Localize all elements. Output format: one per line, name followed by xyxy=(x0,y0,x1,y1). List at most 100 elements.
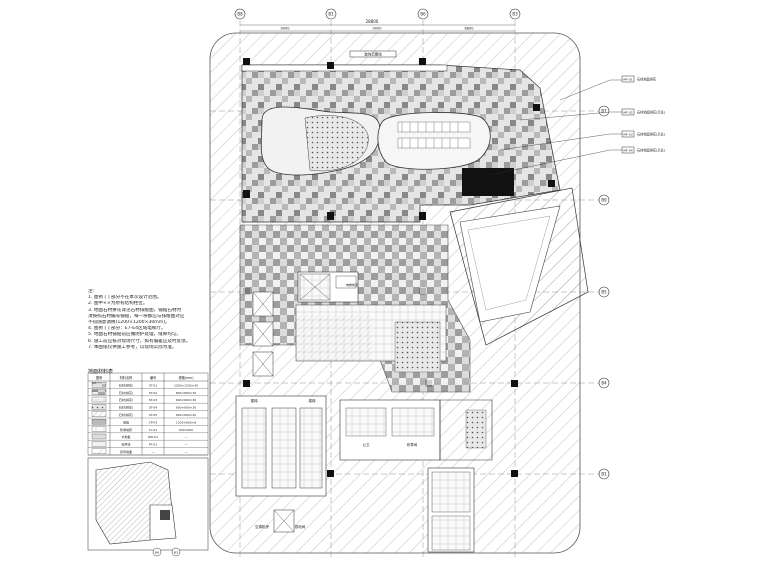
legend-cell-spec: 600×600×20 xyxy=(176,413,196,417)
keyplan-label-1: B6 xyxy=(155,551,159,555)
note-line-5: 不得随意调换(1200×1200×30mm)。 xyxy=(88,320,170,326)
legend-cell-spec: 600×600×30 xyxy=(176,406,196,410)
keyplan-label-2: B3 xyxy=(174,551,178,555)
legend-cell-code: TL-01 xyxy=(148,428,157,432)
legend-cell-code: PT-01 xyxy=(149,443,157,447)
escalator xyxy=(397,121,471,149)
lobby-shaded xyxy=(296,315,372,361)
note-line-2: 2. 图中××为原有结构柱位。 xyxy=(88,301,148,307)
note-line-9: 7. 本图纸仅供施工参考，以现场实际为准。 xyxy=(88,344,177,350)
legend-cell-code: ST-03 xyxy=(149,398,157,402)
legend-cell-spec: — xyxy=(185,450,188,454)
legend-cell-spec: 1200×600×8 xyxy=(176,420,196,424)
lift-control-room xyxy=(335,275,357,289)
dim-seg-3: 8800 xyxy=(465,27,474,31)
skewed-room-inner xyxy=(467,215,551,311)
stair-flight-right xyxy=(299,407,323,489)
top-dimension xyxy=(240,24,515,32)
legend-swatch xyxy=(91,389,107,395)
legend-cell-name: 石材(拼花) xyxy=(119,412,133,417)
stair-flight-left xyxy=(241,407,267,489)
legend-cell-spec: — xyxy=(185,435,188,439)
lift-lobby-label: 电梯前室 xyxy=(346,282,358,287)
dim-seg-1: 9000 xyxy=(281,27,290,31)
legend-swatch xyxy=(91,441,107,447)
legend-cell-name: 地毯 xyxy=(123,419,129,424)
note-line-4: 须按照石材编号铺贴，每一块都应与排版图对应 xyxy=(88,313,185,319)
note-line-8: 6. 施工前应核对现场尺寸，如有偏差应及时反馈。 xyxy=(88,338,191,344)
callout-3-text: 石材地面拼花(示意) xyxy=(637,132,665,137)
legend-swatch xyxy=(91,404,107,410)
column-axis-bubbles xyxy=(234,8,521,20)
legend-cell-code: WD-01 xyxy=(148,435,158,439)
service-room-tiles-2 xyxy=(431,515,471,551)
callout-boxes xyxy=(621,75,635,154)
legend-swatch xyxy=(91,426,107,432)
legend-cell-code: — xyxy=(152,450,155,454)
legend-swatch xyxy=(91,419,107,425)
legend-cell-code: CP-01 xyxy=(149,420,158,424)
legend-cell-spec: 800×800×30 xyxy=(176,391,196,395)
note-line-3: 3. 地面石材拼花详见石材排版图，铺贴石材时 xyxy=(88,307,182,313)
callout-4-code: MF-04 xyxy=(623,149,632,153)
legend-cell-spec: — xyxy=(185,443,188,447)
legend-header-spec: 规格(mm) xyxy=(178,375,193,380)
legend-swatch xyxy=(91,396,107,403)
legend-cell-code: ST-01 xyxy=(149,383,157,387)
note-line-7: 5. 地面石材铺贴前应做防护处理，缝隙均匀。 xyxy=(88,332,182,338)
axis-label-row-5: B1 xyxy=(601,472,607,477)
stair-right-label: 楼梯 xyxy=(309,398,317,403)
legend-cell-name: 防滑地砖 xyxy=(120,427,132,432)
key-plan xyxy=(87,457,209,557)
note-line-1: 1. 图例 [ ] 部分不在本次设计范围。 xyxy=(88,295,162,301)
axis-label-row-3: B5 xyxy=(601,290,607,295)
legend-swatch xyxy=(91,433,107,440)
callout-3-code: MF-03 xyxy=(623,133,632,137)
rounded-room-outline xyxy=(439,399,493,461)
legend-header-name: 材料名称 xyxy=(120,375,134,380)
legend-cell-spec: 600×600 xyxy=(179,428,193,432)
legend-cell-spec: 600×600×30 xyxy=(176,398,196,402)
legend-cell-name: 石材(拼花) xyxy=(119,382,133,387)
title-banner xyxy=(349,50,397,58)
legend-cell-spec: 1200×1200×30 xyxy=(174,383,198,387)
room-d-label: 强电间 xyxy=(295,524,306,529)
axis-label-row-4: B4 xyxy=(601,381,607,386)
note-line-6: 4. 图例 [ ] 部分：E7-E4区域电梯厅。 xyxy=(88,326,166,332)
general-notes: 注： 1. 图例 [ ] 部分不在本次设计范围。 2. 图中××为原有结构柱位。… xyxy=(88,289,206,351)
callout-1-code: MF-01 xyxy=(623,78,632,82)
legend-swatch xyxy=(91,411,107,417)
legend-cell-code: ST-04 xyxy=(149,406,157,410)
legend-cell-name: 地坪漆 xyxy=(121,442,130,447)
room-a-label: 公卫 xyxy=(363,442,371,447)
legend-cell-name: 木地板 xyxy=(121,434,130,439)
callout-1-text: 石材地面拼花 xyxy=(637,77,657,82)
service-room-tiles xyxy=(431,471,471,513)
atrium-void-pattern xyxy=(304,115,369,172)
legend-cell-code: ST-02 xyxy=(149,391,157,395)
axis-label-row-1: B7 xyxy=(601,109,607,114)
callout-2-text: 石材地面拼花(示意) xyxy=(637,110,665,115)
planter-left xyxy=(394,321,441,373)
axis-label-col-2: B1 xyxy=(328,12,334,17)
legend-cell-name: 石材(拼花) xyxy=(119,405,133,410)
notes-heading: 注： xyxy=(88,289,98,294)
north-wall xyxy=(241,64,448,72)
legend-cell-name: 原有地面 xyxy=(120,449,132,454)
row-axis-bubbles xyxy=(598,105,610,480)
banner-label: 装饰范围线 xyxy=(364,52,382,57)
axis-label-col-1: B8 xyxy=(237,12,243,17)
room-b-label: 布草间 xyxy=(407,442,418,447)
restroom-a xyxy=(345,407,387,437)
legend-cell-name: 石材(拼花) xyxy=(119,390,133,395)
legend-swatch xyxy=(91,382,107,388)
legend-cell-code: ST-05 xyxy=(149,413,157,417)
skewed-room xyxy=(459,205,561,323)
callout-leaders xyxy=(489,79,622,176)
legend-title: 地面材料表 xyxy=(88,369,114,375)
legend-header-code: 编号 xyxy=(150,375,156,380)
legend-rows: 石材(拼花) ST-01 1200×1200×30 石材(拼花) ST-02 800×80… xyxy=(88,382,208,456)
overall-dimension: 28800 xyxy=(366,19,379,24)
planter-right xyxy=(465,409,487,449)
